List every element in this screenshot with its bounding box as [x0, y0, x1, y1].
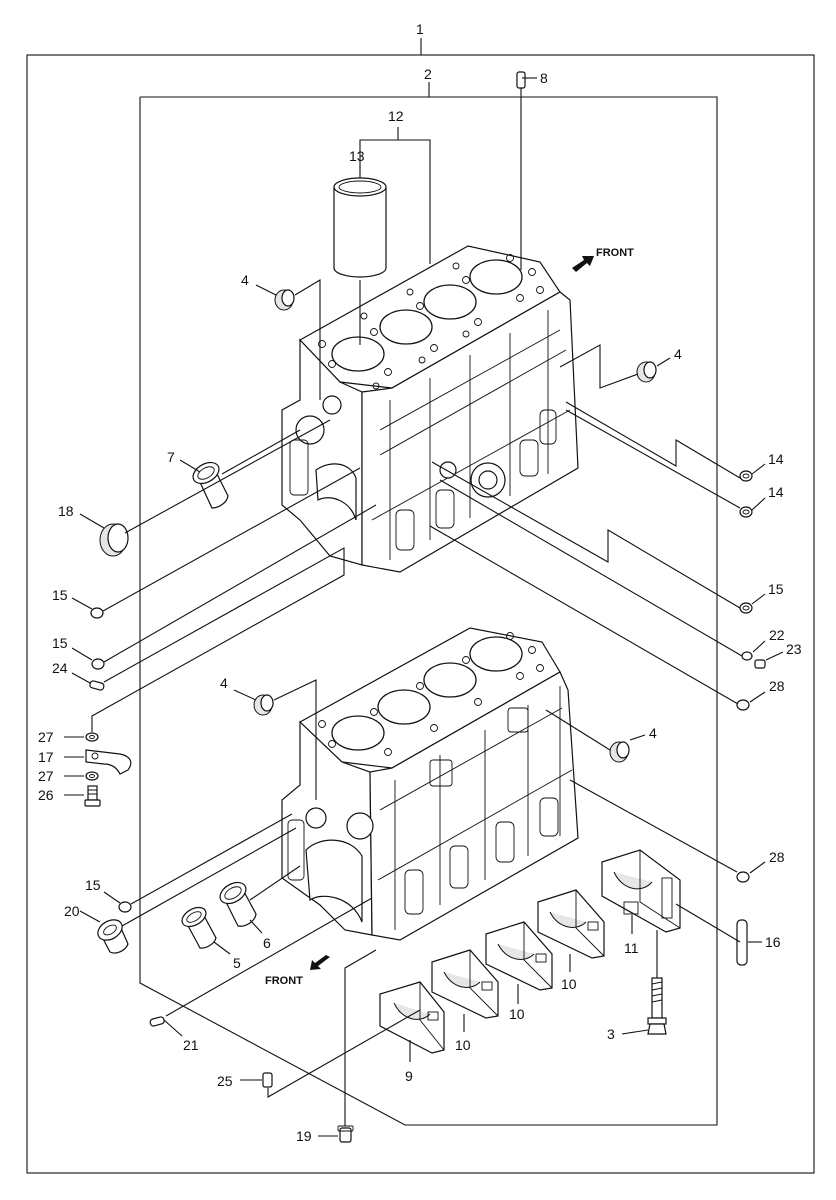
plug-14-a — [739, 470, 753, 482]
callout-4: 4 — [220, 675, 228, 691]
washer-27-a — [85, 732, 99, 742]
bearing-cap-10-c — [537, 889, 605, 959]
callout-1: 1 — [416, 21, 424, 37]
callout-26: 26 — [38, 787, 54, 803]
callout-18: 18 — [58, 503, 74, 519]
washer-27-b — [85, 771, 99, 781]
cap-18 — [99, 523, 129, 557]
bolt-23 — [754, 659, 766, 669]
bushing-7 — [192, 461, 229, 509]
callout-15: 15 — [52, 587, 68, 603]
callout-28: 28 — [769, 849, 785, 865]
front-label-upper: FRONT — [596, 247, 634, 259]
callout-20: 20 — [64, 903, 80, 919]
callout-24: 24 — [52, 660, 68, 676]
pin-25 — [262, 1072, 273, 1088]
inner-frame — [139, 96, 718, 1126]
bearing-cap-11 — [601, 849, 681, 933]
bolt-3 — [647, 977, 667, 1035]
plug-15-left-a — [90, 607, 104, 619]
callout-17: 17 — [38, 749, 54, 765]
bolt-26 — [84, 785, 101, 807]
callout-27: 27 — [38, 729, 54, 745]
bushing-6 — [219, 881, 257, 927]
callout-23: 23 — [786, 641, 802, 657]
callout-19: 19 — [296, 1128, 312, 1144]
callout-28: 28 — [769, 678, 785, 694]
upper-cylinder-block — [281, 245, 579, 573]
front-label-lower: FRONT — [265, 975, 303, 987]
plug-28-upper — [736, 699, 750, 711]
callout-21: 21 — [183, 1037, 199, 1053]
dowel-24 — [89, 680, 105, 691]
callout-16: 16 — [765, 934, 781, 950]
cylinder-liner — [333, 177, 387, 278]
callout-2: 2 — [424, 66, 432, 82]
callout-numbers: 1 2 8 12 13 4 4 7 18 14 14 15 15 15 24 2… — [38, 21, 802, 1144]
plug-15-right — [739, 602, 753, 614]
callout-12: 12 — [388, 108, 404, 124]
bearing-cap-10-a — [431, 949, 499, 1019]
plug-15-left-c — [118, 901, 132, 913]
plug-28-lower — [736, 871, 750, 883]
plug-4-upper-right — [636, 361, 657, 383]
callout-5: 5 — [233, 955, 241, 971]
washer-22 — [741, 651, 753, 661]
callout-14: 14 — [768, 484, 784, 500]
callout-25: 25 — [217, 1073, 233, 1089]
dowel-21 — [149, 1016, 165, 1027]
callout-7: 7 — [167, 449, 175, 465]
pin-8 — [516, 71, 526, 89]
callout-9: 9 — [405, 1068, 413, 1084]
callout-10: 10 — [455, 1037, 471, 1053]
bearing-cap-9 — [379, 981, 445, 1054]
bushing-5 — [181, 906, 217, 949]
callout-11: 11 — [624, 940, 639, 956]
front-arrow-lower: FRONT — [265, 955, 330, 987]
callout-8: 8 — [540, 70, 548, 86]
callout-6: 6 — [263, 935, 271, 951]
lower-cylinder-block — [281, 627, 579, 941]
thrust-plate-16 — [736, 919, 748, 966]
callout-10: 10 — [561, 976, 577, 992]
callout-4: 4 — [241, 272, 249, 288]
callout-15: 15 — [768, 581, 784, 597]
plug-15-left-b — [91, 658, 105, 670]
leader-lines — [64, 77, 784, 1137]
plug-4-lower-left — [253, 694, 274, 716]
plug-19 — [337, 1125, 354, 1143]
plug-4-upper-left — [274, 289, 295, 311]
callout-3: 3 — [607, 1026, 615, 1042]
bracket-17 — [85, 749, 132, 775]
plug-14-b — [739, 506, 753, 518]
plug-4-lower-right — [609, 741, 630, 763]
callout-4: 4 — [674, 346, 682, 362]
callout-15: 15 — [52, 635, 68, 651]
callout-27: 27 — [38, 768, 54, 784]
callout-13: 13 — [349, 148, 365, 164]
callout-22: 22 — [769, 627, 785, 643]
callout-4: 4 — [649, 725, 657, 741]
bearing-cap-10-b — [485, 921, 553, 991]
callout-14: 14 — [768, 451, 784, 467]
plug-20 — [97, 919, 129, 954]
callout-10: 10 — [509, 1006, 525, 1022]
front-arrow-upper: FRONT — [572, 247, 634, 272]
callout-15: 15 — [85, 877, 101, 893]
